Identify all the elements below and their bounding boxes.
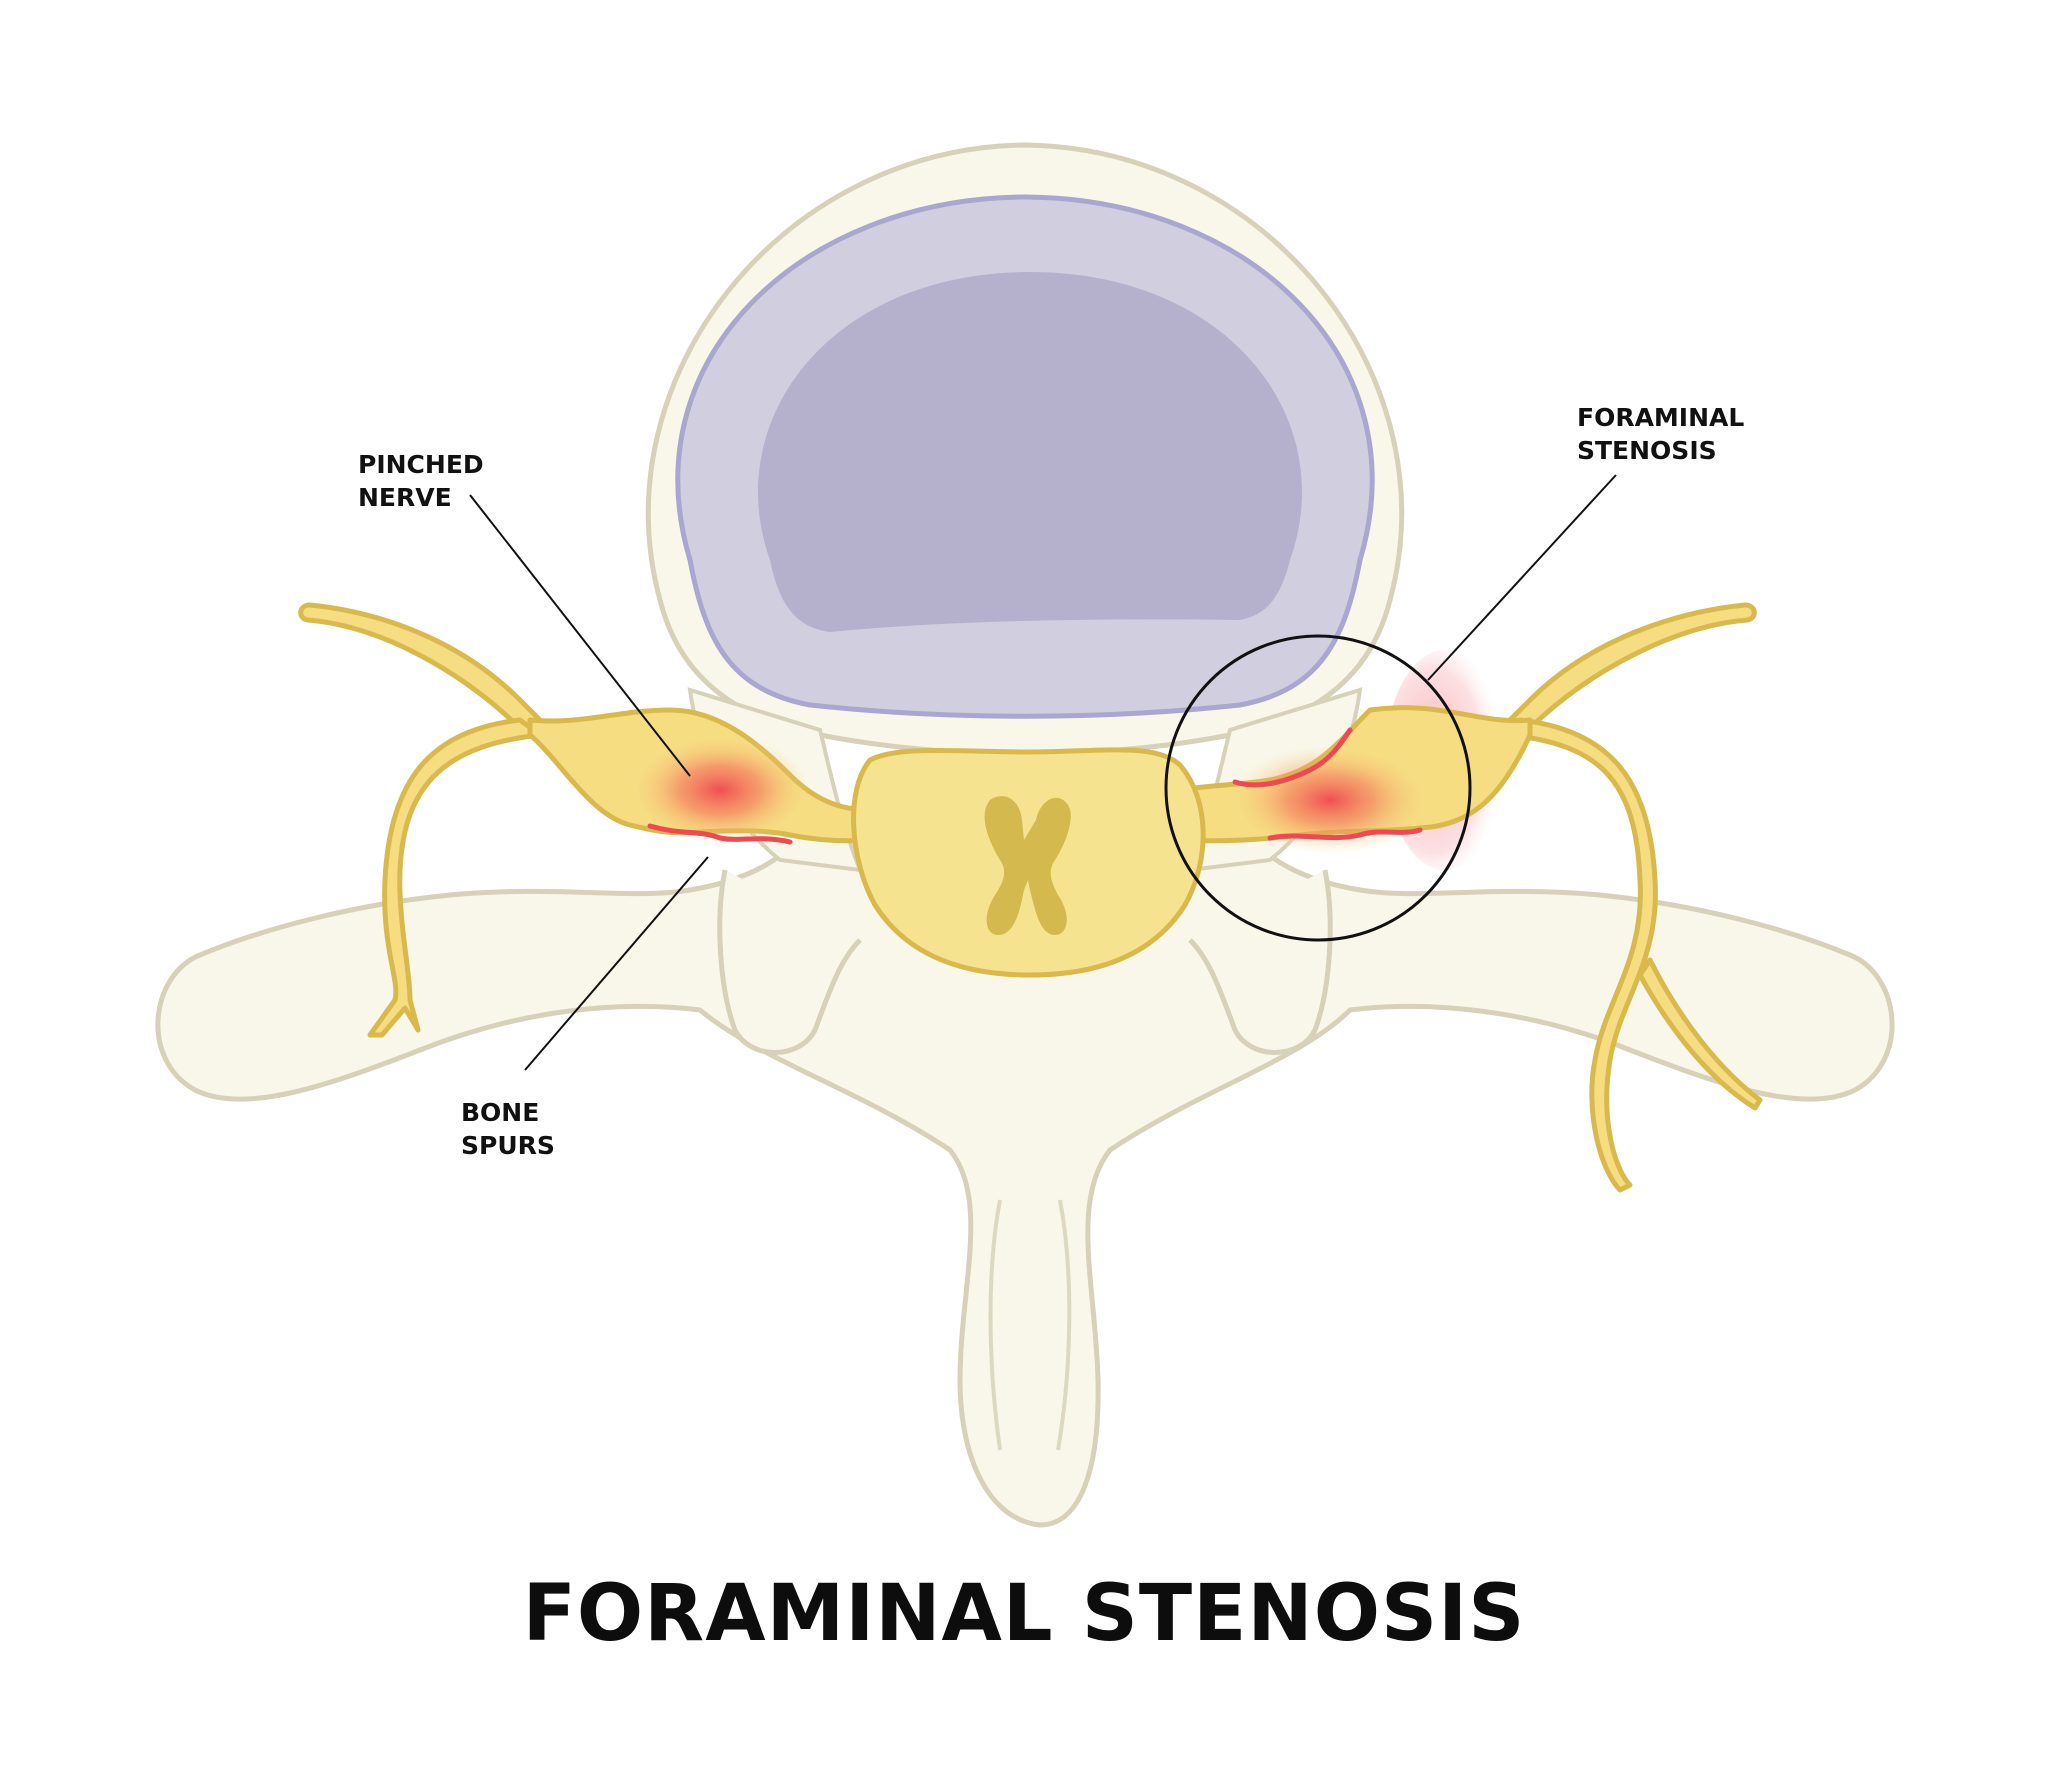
label-pinched-nerve: PINCHED NERVE: [358, 448, 484, 514]
gray-matter: [984, 796, 1071, 935]
label-foraminal-stenosis-line2: STENOSIS: [1577, 436, 1717, 465]
label-bone-spurs-line2: SPURS: [461, 1131, 555, 1160]
inflammation-right: [1230, 745, 1430, 855]
label-bone-spurs: BONE SPURS: [461, 1096, 555, 1162]
spinal-cord: [851, 747, 1206, 978]
spinous-groove-right: [1056, 1199, 1072, 1451]
intervertebral-disc: [675, 194, 1375, 719]
bone-spur-edge-left: [647, 823, 793, 845]
facet-right: [1188, 869, 1333, 1055]
facet-left: [717, 869, 862, 1055]
pointer-line-bone-spurs: [524, 856, 709, 1071]
pointer-line-pinched-nerve: [469, 494, 691, 777]
label-pinched-nerve-line1: PINCHED: [358, 450, 484, 479]
spinous-groove-left: [988, 1199, 1002, 1451]
inflammation-left: [630, 735, 810, 845]
nerve-branch-left-upper: [298, 602, 543, 731]
nerve-branch-right-upper: [1507, 602, 1757, 731]
nucleus-pulposus: [757, 272, 1303, 632]
main-title: FORAMINAL STENOSIS: [522, 1569, 1526, 1659]
bone-spur-edge-right-upper: [1232, 727, 1353, 788]
nerve-twig-right: [1637, 957, 1763, 1111]
label-pinched-nerve-line2: NERVE: [358, 483, 452, 512]
label-bone-spurs-line1: BONE: [461, 1098, 540, 1127]
label-foraminal-stenosis: FORAMINAL STENOSIS: [1577, 401, 1744, 467]
bone-spur-edge-right-lower: [1267, 827, 1423, 841]
nerve-branch-left-lower: [367, 717, 543, 1038]
label-foraminal-stenosis-line1: FORAMINAL: [1577, 403, 1745, 432]
foramen-highlight-circle: [1164, 634, 1472, 942]
nerve-branch-right-lower: [1507, 717, 1658, 1193]
pointer-line-foraminal-stenosis: [1427, 474, 1617, 681]
